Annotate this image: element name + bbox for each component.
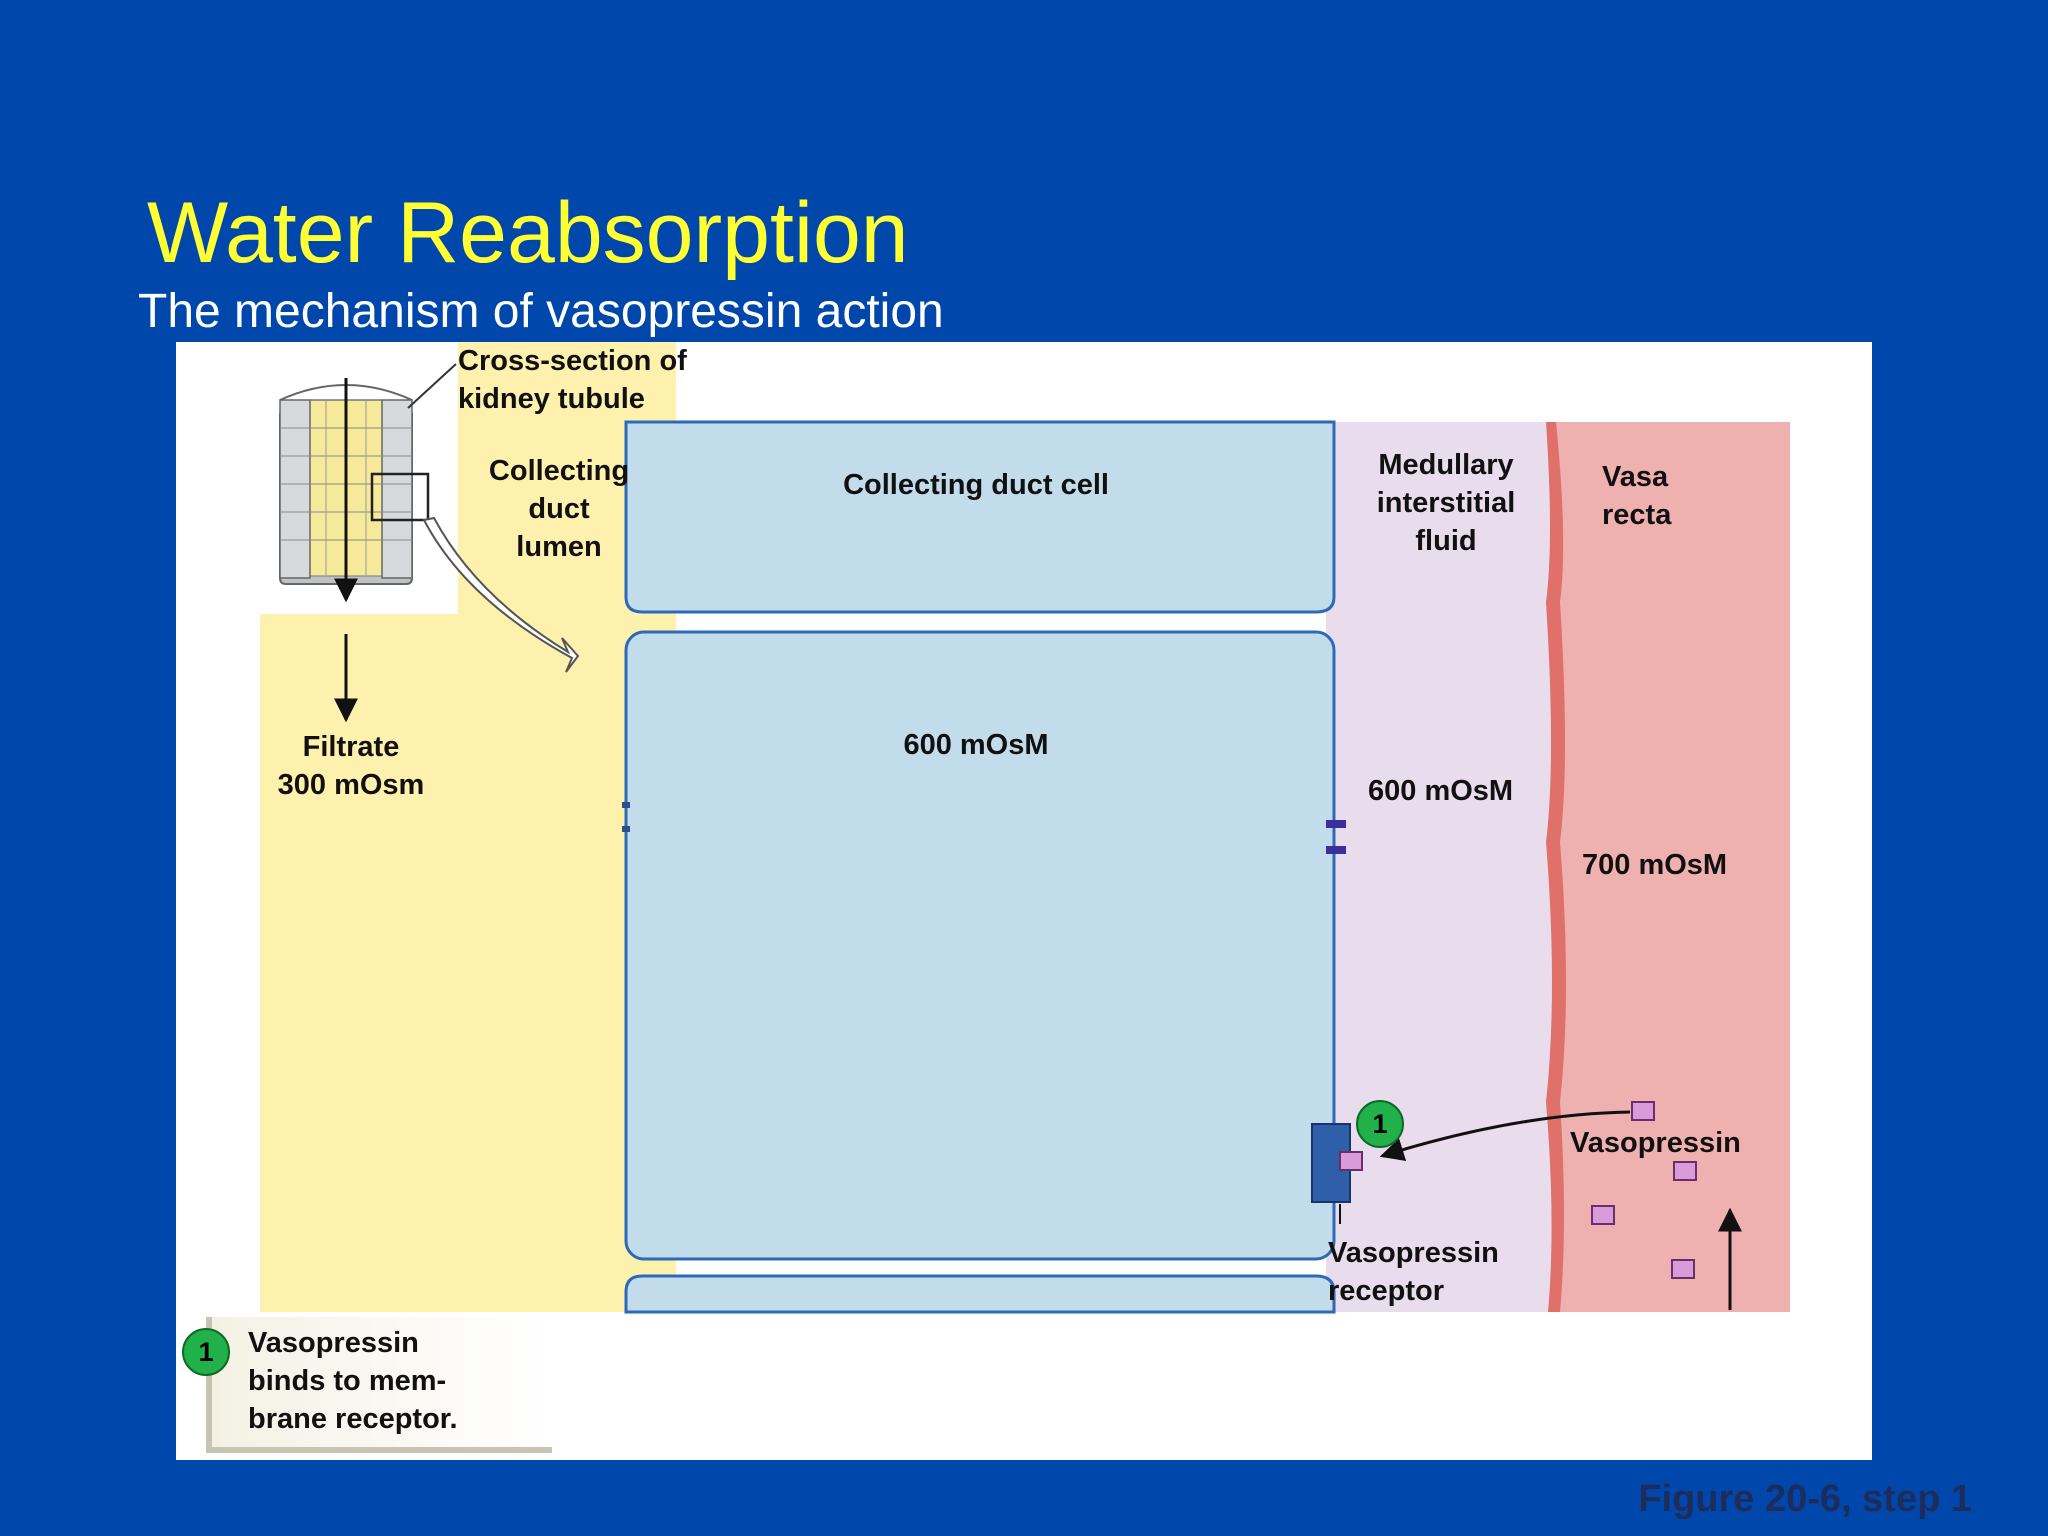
vasopressin-molecule	[1591, 1205, 1615, 1225]
vasopressin-molecule	[1671, 1259, 1695, 1279]
step-callout-box	[206, 1317, 552, 1453]
collecting-duct-cell	[624, 630, 1336, 1261]
vasopressin-label: Vasopressin	[1570, 1127, 1741, 1159]
vasa-recta-wall	[1546, 422, 1566, 1312]
binding-arrow	[1379, 1110, 1631, 1161]
vasopressin-molecule	[1673, 1161, 1697, 1181]
figure-reference: Figure 20-6, step 1	[1638, 1478, 1972, 1520]
cell-concentration-label: 600 mOsM	[903, 729, 1049, 761]
lower-cell	[624, 1274, 1336, 1314]
step-badge: 1	[1356, 1100, 1404, 1148]
interstitial-fluid-label: Medullary interstitial fluid	[1376, 449, 1516, 557]
diagram-canvas	[176, 342, 1790, 1314]
vasopressin-molecule	[1631, 1101, 1655, 1121]
step-callout-badge: 1	[182, 1328, 230, 1376]
slide-subtitle: The mechanism of vasopressin action	[138, 285, 944, 338]
lumen-label: Collecting duct lumen	[488, 455, 630, 563]
kidney-tubule-illustration	[176, 342, 580, 673]
collecting-duct-lumen-region	[260, 342, 676, 1312]
collecting-duct-cell-label: Collecting duct cell	[843, 469, 1109, 501]
step-description: Vasopressin binds to mem- brane receptor…	[248, 1327, 458, 1435]
slide-title: Water Reabsorption	[147, 185, 909, 281]
cross-section-label: Cross-section of kidney tubule	[458, 345, 687, 415]
vasa-recta-label: Vasa recta	[1602, 461, 1672, 531]
tight-junction-marker	[622, 802, 630, 808]
upper-cell	[624, 420, 1336, 614]
figure-panel: Cross-section of kidney tubule Collectin…	[176, 342, 1872, 1460]
filtrate-label: Filtrate 300 mOsm	[277, 731, 425, 801]
vasa-recta-concentration-label: 700 mOsM	[1582, 849, 1728, 881]
tight-junction-marker	[622, 826, 630, 832]
receptor-label: Vasopressin receptor	[1328, 1237, 1499, 1307]
bound-vasopressin-molecule	[1339, 1151, 1363, 1171]
interstitial-concentration-label: 600 mOsM	[1368, 775, 1514, 807]
interstitial-fluid-region	[1326, 422, 1556, 1312]
membrane-channel-marker	[1326, 820, 1346, 828]
membrane-channel-marker	[1326, 846, 1346, 854]
